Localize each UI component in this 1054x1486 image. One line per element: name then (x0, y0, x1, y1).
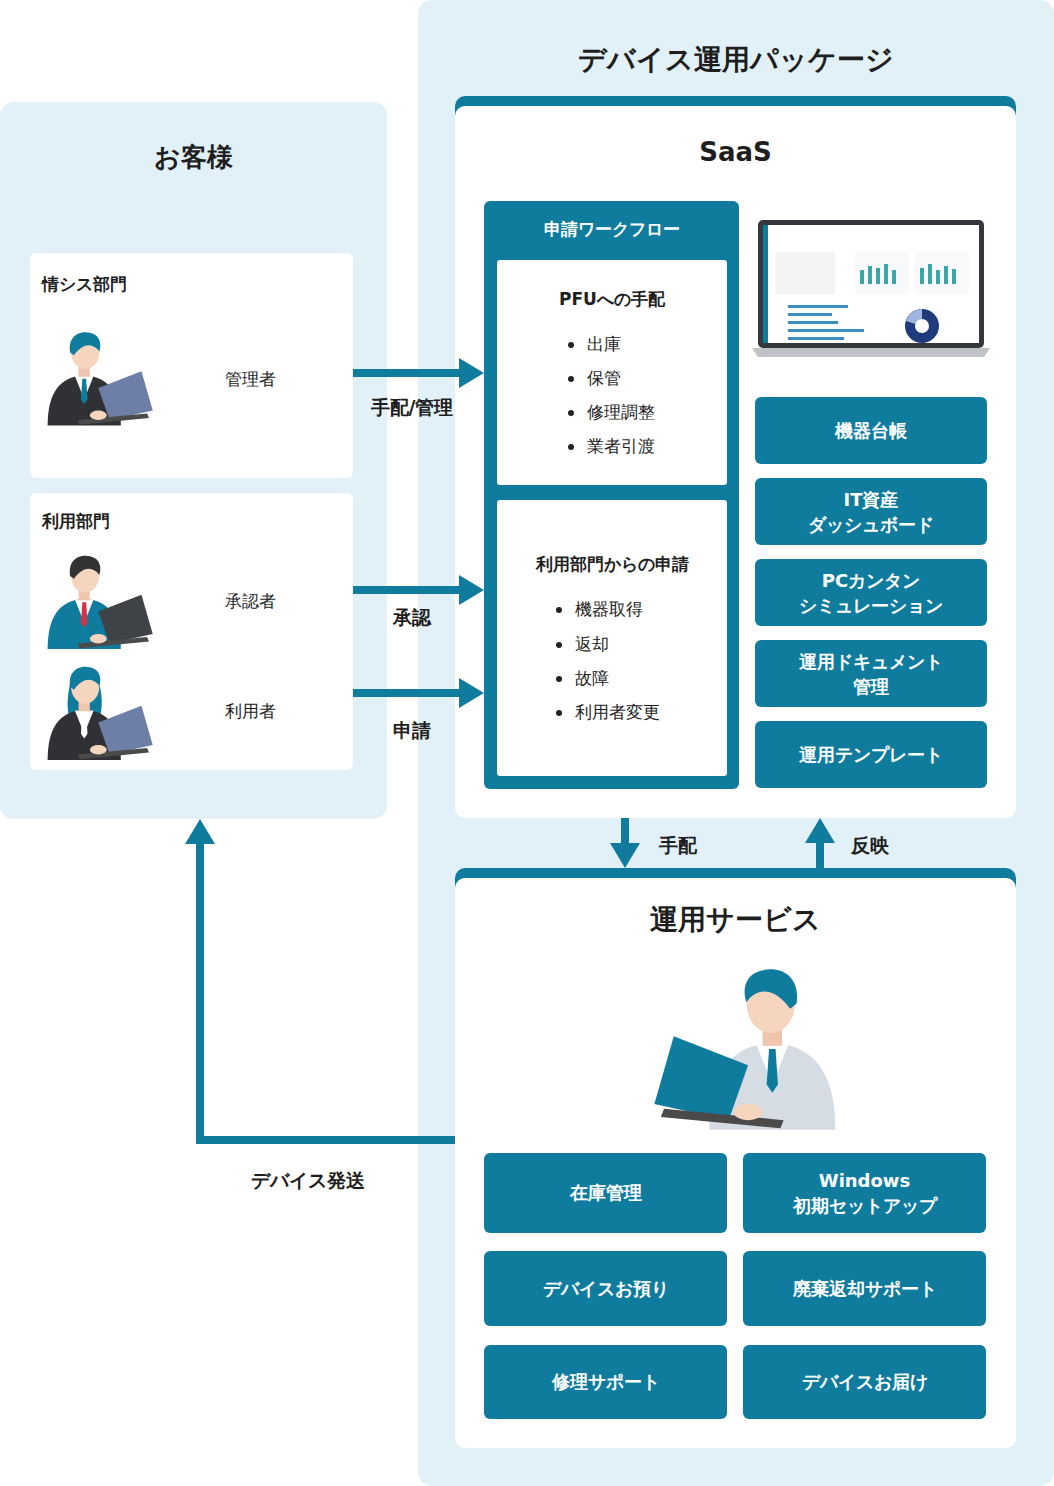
list-item: 出庫 (587, 333, 621, 357)
bullet-dot (568, 410, 574, 416)
bullet-dot (556, 676, 562, 682)
list-item: 修理調整 (587, 401, 655, 425)
package-panel: デバイス運用パッケージ SaaS 申請ワークフロー PFUへの手配出庫保管修理調整業者… (418, 0, 1054, 1486)
button-label: Windows 初期セットアップ (772, 1168, 957, 1218)
box-heading: 情シス部門 (42, 273, 127, 297)
box-heading: SaaS (455, 134, 1016, 170)
role-label: 利用者 (225, 700, 276, 724)
button-label: PCカンタン シミュレーション (779, 567, 964, 617)
bullet-dot (568, 342, 574, 348)
bullet-dot (556, 642, 562, 648)
button-label: 修理サポート (513, 1369, 698, 1394)
role-label: 管理者 (225, 368, 276, 392)
box-heading: PFUへの手配 (497, 288, 727, 312)
list-item: 故障 (575, 667, 609, 691)
service-button: 廃棄返却サポート (743, 1251, 986, 1326)
request-box: 利用部門からの申請機器取得返却故障利用者変更 (497, 500, 727, 776)
button-label: 運用テンプレート (779, 742, 964, 767)
department-card: 情シス部門管理者 (30, 253, 353, 478)
service-button: デバイスお預り (484, 1251, 727, 1326)
button-label: 機器台帳 (779, 418, 964, 443)
bullet-dot (556, 607, 562, 613)
arrow-head (185, 819, 215, 844)
box-heading: 利用部門からの申請 (497, 553, 727, 577)
department-card: 利用部門承認者利用者 (30, 493, 353, 770)
list-item: 返却 (575, 633, 609, 657)
box-heading: 申請ワークフロー (484, 218, 739, 242)
service-button: 修理サポート (484, 1345, 727, 1419)
role-label: 承認者 (225, 590, 276, 614)
service-button: Windows 初期セットアップ (743, 1153, 986, 1233)
workflow-box: 申請ワークフロー PFUへの手配出庫保管修理調整業者引渡利用部門からの申請機器取得… (484, 201, 739, 789)
list-item: 保管 (587, 367, 621, 391)
list-item: 業者引渡 (587, 435, 655, 459)
service-button: 運用テンプレート (755, 721, 987, 788)
bullet-dot (556, 710, 562, 716)
box-heading: 運用サービス (455, 900, 1016, 939)
flow-arrow (185, 819, 455, 1140)
request-box: PFUへの手配出庫保管修理調整業者引渡 (497, 260, 727, 485)
service-button: 運用ドキュメント 管理 (755, 640, 987, 707)
button-label: デバイスお届け (772, 1369, 957, 1394)
edge-label: デバイス発送 (251, 1168, 365, 1193)
box-heading: デバイス運用パッケージ (418, 40, 1054, 79)
button-label: 廃棄返却サポート (772, 1276, 957, 1301)
list-item: 利用者変更 (575, 701, 660, 725)
button-label: 運用ドキュメント 管理 (779, 648, 964, 698)
button-label: デバイスお預り (513, 1276, 698, 1301)
bullet-dot (568, 376, 574, 382)
service-button: PCカンタン シミュレーション (755, 559, 987, 626)
button-label: IT資産 ダッシュボード (779, 486, 964, 536)
box-heading: 利用部門 (42, 510, 110, 534)
service-button: IT資産 ダッシュボード (755, 478, 987, 545)
service-button: 在庫管理 (484, 1153, 727, 1233)
button-label: 在庫管理 (513, 1180, 698, 1205)
saas-box: SaaS 申請ワークフロー PFUへの手配出庫保管修理調整業者引渡利用部門からの申請… (455, 96, 1016, 818)
service-box: 運用サービス在庫管理 Windows 初期セットアップデバイスお預り 廃棄返却サポー… (455, 868, 1016, 1448)
box-heading: お客様 (0, 139, 387, 175)
list-item: 機器取得 (575, 598, 643, 622)
bullet-dot (568, 444, 574, 450)
service-button: 機器台帳 (755, 397, 987, 464)
customer-panel: お客様情シス部門管理者利用部門承認者利用者 (0, 102, 387, 819)
arrow-shaft (200, 839, 455, 1140)
service-button: デバイスお届け (743, 1345, 986, 1419)
